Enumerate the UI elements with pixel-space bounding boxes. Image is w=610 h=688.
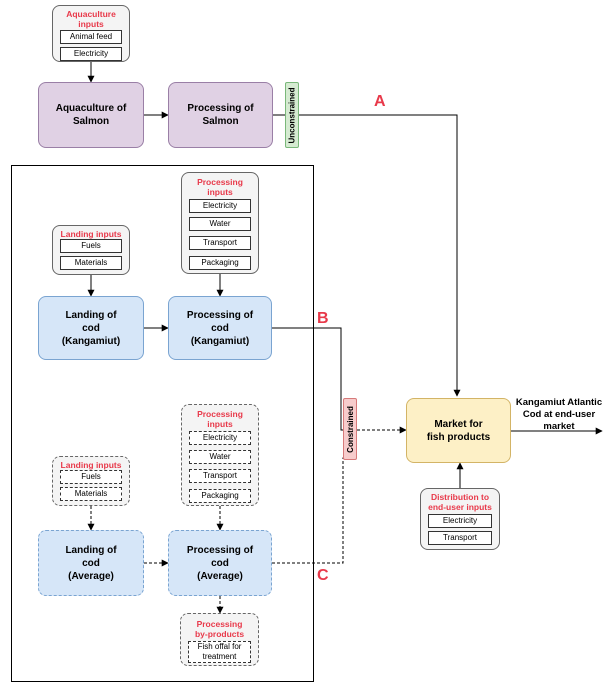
unconstrained-tag: Unconstrained [285,82,299,148]
aquaculture-input-electricity: Electricity [60,47,122,61]
aquaculture-input-animal-feed: Animal feed [60,30,122,44]
route-letter-b: B [317,310,329,327]
average-processing-input-water: Water [189,450,251,464]
byproduct-fish-offal: Fish offal for treatment [188,641,251,663]
distribution-inputs-group: Distribution to end-user inputs Electric… [420,488,500,550]
average-landing-input-materials: Materials [60,487,122,501]
route-letter-a: A [374,93,386,110]
output-label: Kangamiut Atlantic Cod at end-user marke… [515,397,603,432]
processing-of-salmon-node: Processing of Salmon [168,82,273,148]
aquaculture-inputs-title: Aquaculture inputs [66,9,116,29]
unconstrained-tag-text: Unconstrained [287,86,297,144]
constrained-tag-text: Constrained [345,405,355,453]
landing-of-cod-average-node: Landing of cod (Average) [38,530,144,596]
distribution-input-electricity: Electricity [428,514,492,528]
kangamiut-processing-input-water: Water [189,217,251,231]
edge-kang-constrained [272,327,343,431]
route-letter-c: C [317,567,329,584]
aquaculture-of-salmon-node: Aquaculture of Salmon [38,82,144,148]
processing-of-cod-average-node: Processing of cod (Average) [168,530,272,596]
average-landing-input-fuels: Fuels [60,470,122,484]
average-landing-inputs-title: Landing inputs [60,460,122,470]
average-processing-input-transport: Transport [189,469,251,483]
kangamiut-processing-input-transport: Transport [189,236,251,250]
kangamiut-processing-inputs-group: Processing inputs Electricity Water Tran… [181,172,259,274]
kangamiut-processing-input-electricity: Electricity [189,199,251,213]
processing-byproducts-title: Processing by-products [194,619,245,639]
average-processing-inputs-group: Processing inputs Electricity Water Tran… [181,404,259,506]
edge-salmon-market [299,114,461,397]
processing-of-cod-kangamiut-node: Processing of cod (Kangamiut) [168,296,272,360]
market-for-fish-products-node: Market for fish products [406,398,511,463]
processing-byproducts-group: Processing by-products Fish offal for tr… [180,613,259,666]
system-boundary [11,165,314,682]
distribution-input-transport: Transport [428,531,492,545]
constrained-tag: Constrained [343,398,357,460]
kangamiut-processing-inputs-title: Processing inputs [197,177,243,197]
aquaculture-inputs-group: Aquaculture inputs Animal feed Electrici… [52,5,130,62]
landing-of-cod-kangamiut-node: Landing of cod (Kangamiut) [38,296,144,360]
average-landing-inputs-group: Landing inputs Fuels Materials [52,456,130,506]
average-processing-inputs-title: Processing inputs [197,409,243,429]
kangamiut-landing-inputs-group: Landing inputs Fuels Materials [52,225,130,275]
kangamiut-landing-input-fuels: Fuels [60,239,122,253]
kangamiut-landing-input-materials: Materials [60,256,122,270]
kangamiut-landing-inputs-title: Landing inputs [60,229,122,239]
average-processing-input-electricity: Electricity [189,431,251,445]
distribution-inputs-title: Distribution to end-user inputs [428,492,492,512]
average-processing-input-packaging: Packaging [189,489,251,503]
kangamiut-processing-input-packaging: Packaging [189,256,251,270]
